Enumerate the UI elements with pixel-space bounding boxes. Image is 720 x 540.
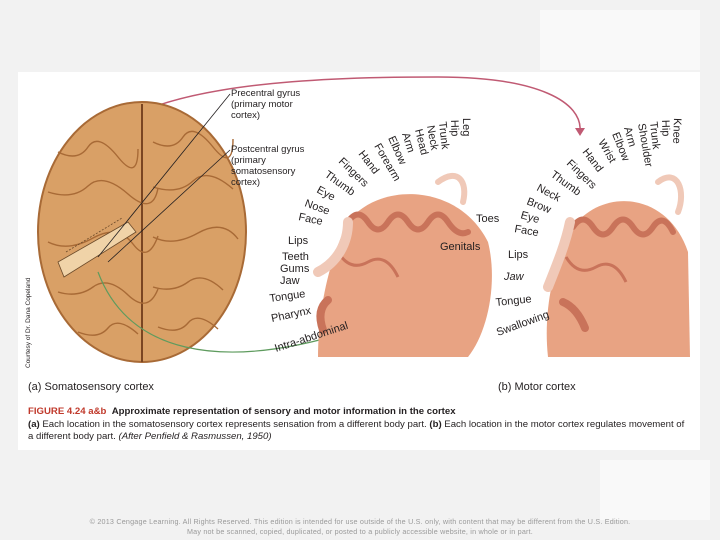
somatosensory-cortex-section [313, 172, 492, 357]
motor-label-tongue: Tongue [495, 293, 532, 309]
sensory-label-jaw: Jaw [280, 275, 300, 287]
sensory-label-arm: Arm [399, 131, 417, 154]
motor-cortex-section [543, 174, 690, 357]
caption-text-b: Each location in the motor cortex regula… [28, 418, 685, 443]
sensory-label-lips: Lips [288, 235, 309, 247]
motor-label-arm: Arm [621, 126, 638, 149]
sensory-label-hip: Hip [448, 120, 461, 137]
postcentral-pointer [107, 149, 231, 263]
sensory-label-neck: Neck [424, 124, 440, 151]
sensory-label-trunk: Trunk [436, 121, 451, 150]
sensory-label-leg: Leg [460, 118, 472, 136]
figure-caption: FIGURE 4.24 a&b Approximate representati… [28, 406, 692, 444]
caption-part-b: (b) [429, 418, 442, 430]
motor-label-jaw: Jaw [503, 271, 525, 283]
sensory-label-tongue: Tongue [269, 288, 306, 305]
figure-title: Approximate representation of sensory an… [111, 406, 456, 417]
precentral-pointer [97, 93, 231, 258]
caption-part-a: (a) [28, 418, 40, 430]
figure-panel: Courtesy of Dr. Dana Copeland Precentral… [18, 72, 700, 450]
figure-id: FIGURE 4.24 a&b [28, 406, 107, 417]
sensory-label-teeth: Teeth [282, 251, 309, 263]
motor-label-swallowing: Swallowing [495, 309, 551, 339]
motor-label-face: Face [513, 223, 539, 239]
postcentral-callout: Postcentral gyrus (primary somatosensory… [231, 144, 307, 188]
sensory-label-toes: Toes [476, 213, 500, 225]
cortex-diagram: Courtesy of Dr. Dana Copeland Precentral… [25, 76, 690, 393]
motor-side-labels: Lips Jaw Tongue Swallowing [495, 249, 551, 339]
copyright-notice: © 2013 Cengage Learning. All Rights Rese… [60, 517, 660, 537]
sensory-label-face: Face [297, 211, 323, 228]
precentral-callout: Precentral gyrus (primary motor cortex) [231, 88, 303, 121]
caption-citation: (After Penfield & Rasmussen, 1950) [118, 431, 272, 442]
brain-to-cortex-pointer [97, 271, 349, 353]
background-tile [540, 10, 700, 70]
motor-label-eye: Eye [519, 209, 541, 226]
motor-label-knee: Knee [670, 118, 683, 144]
background-tile [600, 460, 710, 520]
panel-label-motor: (b) Motor cortex [498, 381, 576, 393]
sensory-label-genitals: Genitals [440, 241, 481, 253]
copyright-line-2: May not be scanned, copied, duplicated, … [186, 527, 534, 536]
sensory-label-pharynx: Pharynx [270, 305, 312, 325]
copyright-line-1: © 2013 Cengage Learning. All Rights Rese… [89, 517, 631, 526]
caption-text-a: Each location in the somatosensory corte… [39, 418, 430, 430]
panel-label-sensory: (a) Somatosensory cortex [28, 381, 154, 393]
motor-label-lips: Lips [508, 249, 529, 261]
sensory-label-gums: Gums [280, 263, 310, 275]
photo-credit: Courtesy of Dr. Dana Copeland [25, 277, 32, 368]
motor-label-trunk: Trunk [647, 121, 662, 150]
brain-photo [37, 101, 247, 363]
motor-label-hip: Hip [659, 120, 672, 137]
arrow-head [575, 128, 585, 136]
